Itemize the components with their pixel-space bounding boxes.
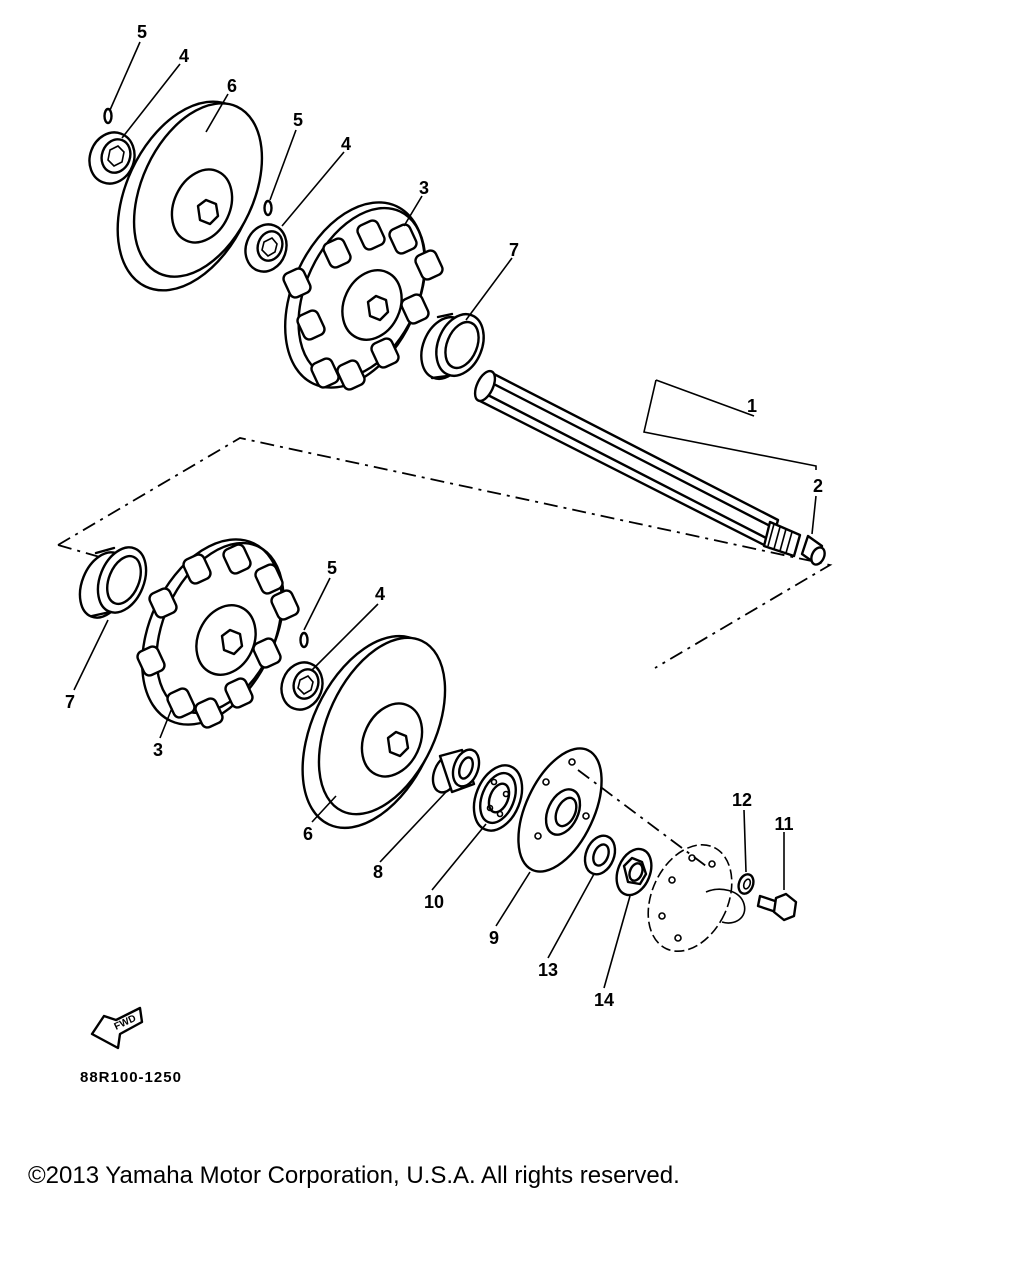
hub-reference xyxy=(577,769,746,953)
pin-part-2 xyxy=(800,534,826,566)
diagram-code: 88R100-1250 xyxy=(80,1069,182,1086)
nut-part-4-top-left xyxy=(88,131,136,185)
callout-1: 1 xyxy=(747,396,757,416)
copyright-notice: ©2013 Yamaha Motor Corporation, U.S.A. A… xyxy=(28,1162,680,1189)
callout-13: 13 xyxy=(538,960,558,980)
callout-10: 10 xyxy=(424,892,444,912)
callout-4: 4 xyxy=(179,46,189,66)
callout-6: 6 xyxy=(303,824,313,844)
collar-part-7-bottom xyxy=(78,546,148,619)
callout-3: 3 xyxy=(419,178,429,198)
idler-wheel-part-6-bottom xyxy=(301,634,447,830)
leader-lines xyxy=(73,41,817,989)
shaft-part-1 xyxy=(473,369,802,558)
callout-6: 6 xyxy=(227,76,237,96)
callout-4: 4 xyxy=(341,134,351,154)
flange-plate-part-9 xyxy=(517,747,603,873)
callout-7: 7 xyxy=(509,240,519,260)
spacer-part-8 xyxy=(431,748,481,794)
callout-8: 8 xyxy=(373,862,383,882)
sprocket-part-3-top xyxy=(282,201,444,391)
bearing-part-10 xyxy=(472,764,524,832)
bolt-part-11 xyxy=(756,892,798,922)
idler-wheel-part-6-top xyxy=(116,100,264,292)
callout-9: 9 xyxy=(489,928,499,948)
callout-5: 5 xyxy=(327,558,337,578)
assembly-outline xyxy=(57,437,833,669)
callout-14: 14 xyxy=(594,990,614,1010)
callout-5: 5 xyxy=(137,22,147,42)
callout-labels: 5 4 6 5 4 3 7 1 2 7 3 5 4 6 8 10 9 13 14… xyxy=(65,22,823,1010)
callout-11: 11 xyxy=(774,814,793,834)
callout-3: 3 xyxy=(153,740,163,760)
callout-12: 12 xyxy=(732,790,752,810)
collar-part-7-top xyxy=(420,312,485,380)
callout-4: 4 xyxy=(375,584,385,604)
key-part-5-top-middle xyxy=(263,199,273,217)
key-part-5-top-left xyxy=(103,107,113,125)
sprocket-part-3-bottom xyxy=(136,538,300,729)
callout-7: 7 xyxy=(65,692,75,712)
lock-washer-part-12 xyxy=(737,873,755,895)
washer-part-13 xyxy=(583,834,617,876)
nut-part-4-top-middle xyxy=(244,223,288,273)
key-part-5-bottom xyxy=(299,631,309,649)
nut-part-14 xyxy=(615,847,653,897)
forward-arrow-icon: FWD xyxy=(90,1006,144,1050)
callout-5: 5 xyxy=(293,110,303,130)
callout-2: 2 xyxy=(813,476,823,496)
nut-part-4-bottom xyxy=(280,661,324,711)
